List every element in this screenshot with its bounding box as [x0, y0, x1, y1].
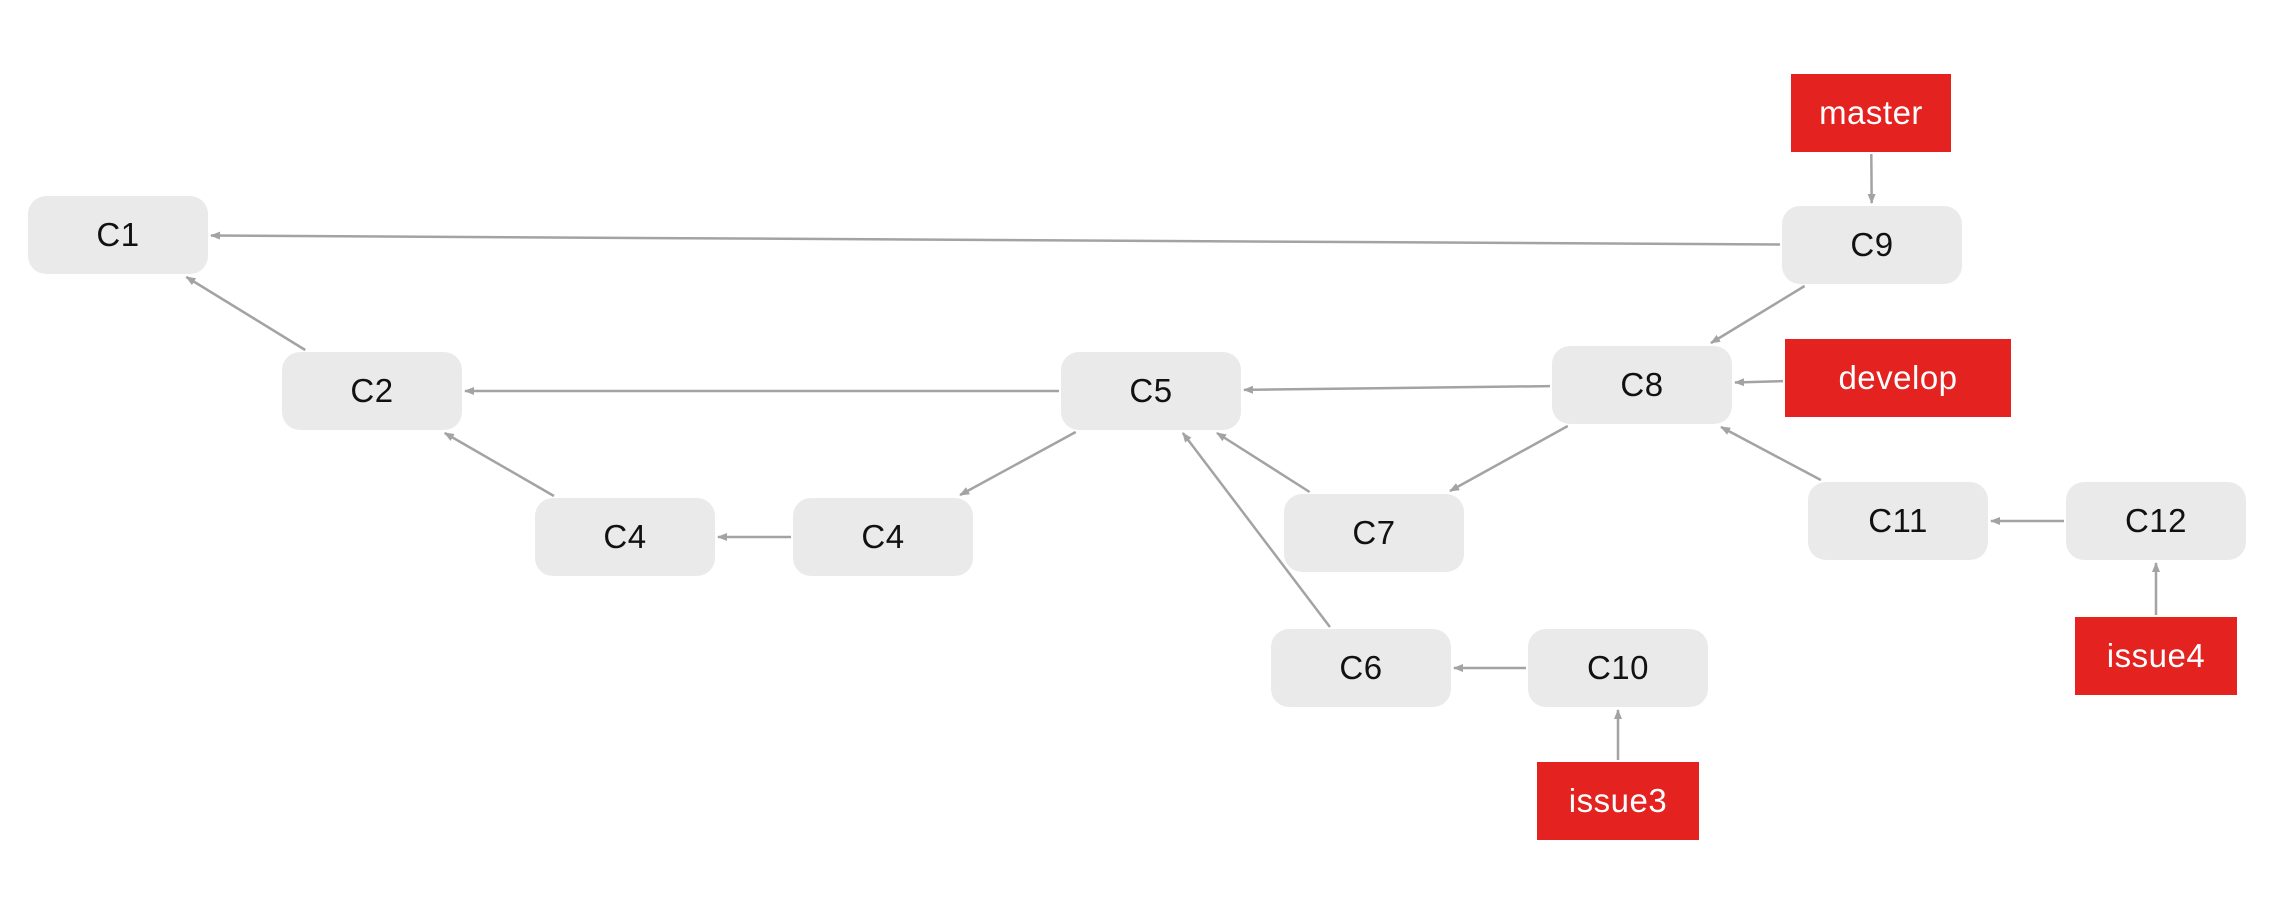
commit-c12: C12 [2066, 482, 2246, 560]
edge-c11-to-c8 [1720, 425, 1822, 482]
edge-c8-to-c7 [1449, 424, 1569, 493]
commit-c11: C11 [1808, 482, 1988, 560]
branch-issue3: issue3 [1537, 762, 1699, 840]
branch-develop: develop [1785, 339, 2011, 417]
edge-c7-to-c5 [1216, 431, 1311, 494]
commit-c7: C7 [1284, 494, 1464, 572]
edge-c2-to-c1 [185, 275, 306, 352]
branch-master: master [1791, 74, 1951, 152]
edge-c6-to-c5 [1181, 432, 1331, 628]
edge-c4a-to-c2 [443, 431, 555, 498]
branch-issue4: issue4 [2075, 617, 2237, 695]
commit-c2: C2 [282, 352, 462, 430]
commit-c9: C9 [1782, 206, 1962, 284]
commit-c5: C5 [1061, 352, 1241, 430]
edge-c8-to-c5 [1243, 384, 1551, 394]
commit-c8: C8 [1552, 346, 1732, 424]
commit-c10: C10 [1528, 629, 1708, 707]
commit-c6: C6 [1271, 629, 1451, 707]
commit-c4-right: C4 [793, 498, 973, 576]
edge-c9-to-c1 [210, 231, 1781, 246]
edge-develop-to-c8 [1734, 378, 1784, 387]
edge-c5-to-c4b [959, 430, 1077, 497]
edge-c9-to-c8 [1710, 284, 1806, 345]
commit-c4-left: C4 [535, 498, 715, 576]
commit-c1: C1 [28, 196, 208, 274]
